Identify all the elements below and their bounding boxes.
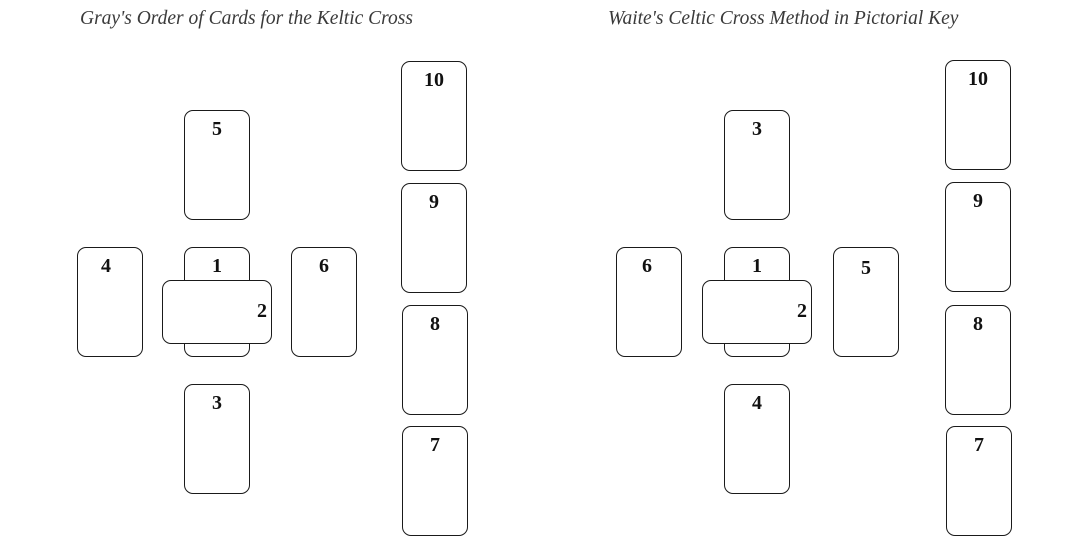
card-number: 6 <box>319 255 329 277</box>
card-number: 2 <box>257 300 267 322</box>
waite-card-10: 10 <box>945 60 1011 170</box>
card-number: 1 <box>752 255 762 277</box>
card-number: 7 <box>974 434 984 456</box>
diagram-title-waite: Waite's Celtic Cross Method in Pictorial… <box>608 8 959 29</box>
diagram-title-gray: Gray's Order of Cards for the Keltic Cro… <box>80 8 413 29</box>
card-number: 10 <box>968 68 988 90</box>
waite-card-7: 7 <box>946 426 1012 536</box>
gray-card-3: 3 <box>184 384 250 494</box>
card-number: 7 <box>430 434 440 456</box>
card-number: 8 <box>430 313 440 335</box>
card-number: 3 <box>212 392 222 414</box>
card-number: 4 <box>101 255 111 277</box>
waite-card-3: 3 <box>724 110 790 220</box>
card-number: 10 <box>424 69 444 91</box>
waite-card-2: 2 <box>702 280 812 344</box>
gray-card-6: 6 <box>291 247 357 357</box>
card-number: 1 <box>212 255 222 277</box>
gray-card-2: 2 <box>162 280 272 344</box>
card-number: 5 <box>212 118 222 140</box>
card-number: 8 <box>973 313 983 335</box>
waite-card-9: 9 <box>945 182 1011 292</box>
waite-card-5: 5 <box>833 247 899 357</box>
gray-card-9: 9 <box>401 183 467 293</box>
card-number: 5 <box>861 257 871 279</box>
gray-card-4: 4 <box>77 247 143 357</box>
card-number: 9 <box>429 191 439 213</box>
card-number: 4 <box>752 392 762 414</box>
gray-card-5: 5 <box>184 110 250 220</box>
waite-card-4: 4 <box>724 384 790 494</box>
gray-card-7: 7 <box>402 426 468 536</box>
waite-card-6: 6 <box>616 247 682 357</box>
card-number: 9 <box>973 190 983 212</box>
gray-card-8: 8 <box>402 305 468 415</box>
card-number: 2 <box>797 300 807 322</box>
card-number: 3 <box>752 118 762 140</box>
waite-card-8: 8 <box>945 305 1011 415</box>
gray-card-10: 10 <box>401 61 467 171</box>
card-number: 6 <box>642 255 652 277</box>
